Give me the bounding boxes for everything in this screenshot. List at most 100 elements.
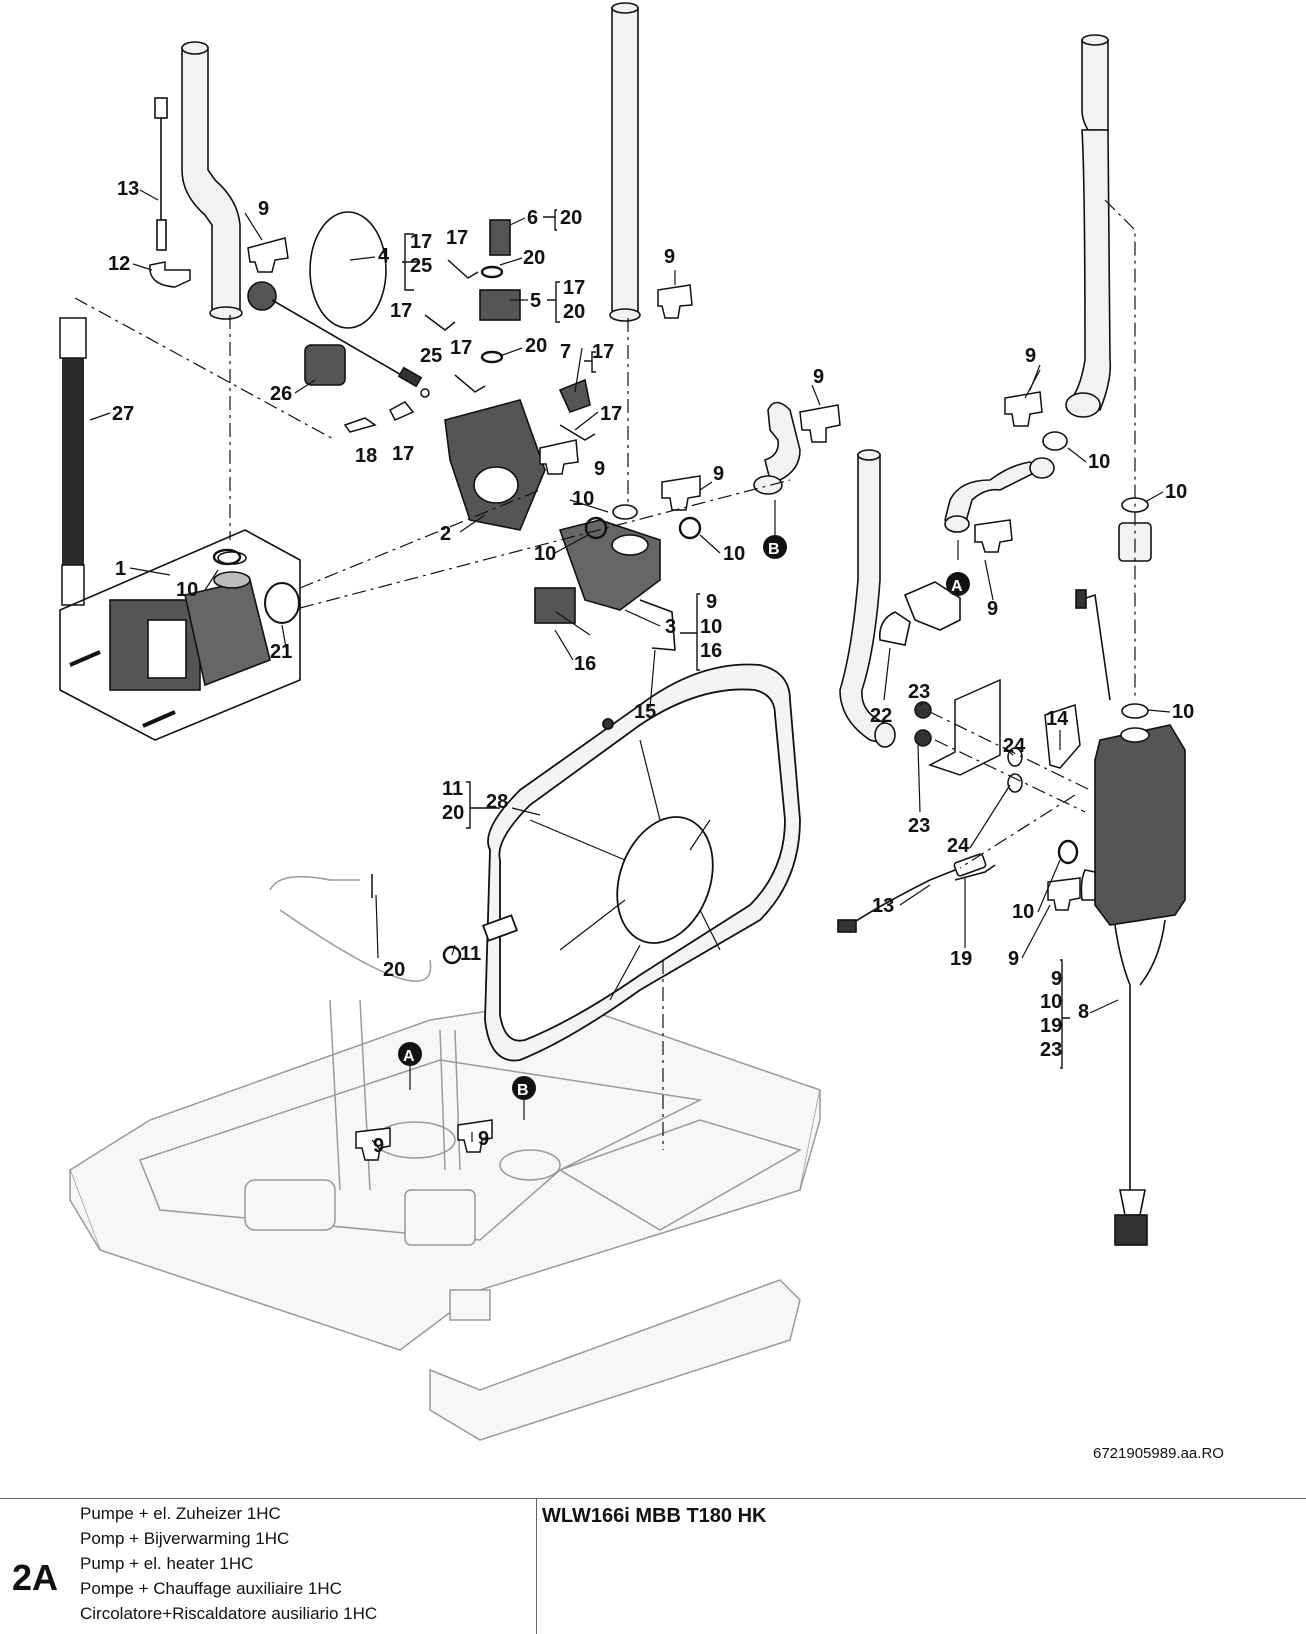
corrugated-hose	[59, 317, 87, 606]
callout-9: 9	[258, 198, 269, 220]
callout-19: 19	[950, 948, 972, 970]
callout-9: 9	[706, 591, 717, 613]
assembly-names: Pumpe + el. Zuheizer 1HC Pomp + Bijverwa…	[80, 1501, 377, 1626]
callout-10: 10	[723, 543, 745, 565]
callout-9: 9	[987, 598, 998, 620]
assembly-name-en: Pump + el. heater 1HC	[80, 1554, 254, 1573]
assembly-name-fr: Pompe + Chauffage auxiliaire 1HC	[80, 1579, 342, 1598]
callout-13: 13	[117, 178, 139, 200]
callout-9: 9	[1051, 968, 1062, 990]
callout-10: 10	[572, 488, 594, 510]
callout-17: 17	[600, 403, 622, 425]
callout-10: 10	[1012, 901, 1034, 923]
base-frame	[69, 875, 821, 1441]
callout-27: 27	[112, 403, 134, 425]
marker-b	[763, 535, 787, 559]
callout-17: 17	[563, 277, 585, 299]
callout-10: 10	[176, 579, 198, 601]
callout-9: 9	[373, 1135, 384, 1157]
callout-23: 23	[908, 681, 930, 703]
callout-10: 10	[700, 616, 722, 638]
callout-13: 13	[872, 895, 894, 917]
mounting-bracket	[914, 678, 1081, 793]
assembly-name-de: Pumpe + el. Zuheizer 1HC	[80, 1504, 281, 1523]
model-name: WLW166i MBB T180 HK	[542, 1505, 767, 1527]
callout-9: 9	[1008, 948, 1019, 970]
callout-6: 6	[527, 207, 538, 229]
callout-20: 20	[383, 959, 405, 981]
callout-20: 20	[523, 247, 545, 269]
callout-20: 20	[560, 207, 582, 229]
clip-12	[149, 261, 191, 288]
electric-heater	[1075, 589, 1186, 1246]
marker-a-label: A	[951, 578, 963, 595]
sensor-cable-right	[837, 853, 996, 933]
callout-11: 11	[460, 943, 481, 965]
letter-markers: B A A B	[398, 500, 970, 1120]
callout-10: 10	[1165, 481, 1187, 503]
valve-block	[247, 211, 676, 651]
title-block-divider	[536, 1499, 537, 1634]
assembly-lines	[74, 199, 1136, 1150]
callout-18: 18	[355, 445, 377, 467]
callout-16: 16	[700, 640, 722, 662]
callout-16: 16	[574, 653, 596, 675]
callout-10: 10	[1172, 701, 1194, 723]
callout-15: 15	[634, 701, 656, 723]
callout-9: 9	[1025, 345, 1036, 367]
marker-b-label: B	[768, 541, 780, 558]
assembly-name-it: Circolatore+Riscaldatore ausiliario 1HC	[80, 1604, 378, 1623]
callout-9: 9	[813, 366, 824, 388]
callout-24: 24	[947, 835, 970, 857]
callout-12: 12	[108, 253, 130, 275]
callout-17: 17	[390, 300, 412, 322]
callout-1: 1	[115, 558, 126, 580]
bracket-lines	[402, 209, 1070, 1069]
marker-a	[398, 1042, 422, 1066]
marker-a-label: A	[403, 1048, 415, 1065]
document-reference: 6721905989.aa.RO	[1093, 1445, 1224, 1462]
pump-assembly	[59, 529, 301, 741]
callout-9: 9	[594, 458, 605, 480]
exploded-parts-diagram: 13 12 9 4 17 25 17 6 20 20 5 17 20 9 17 …	[59, 2, 1224, 1462]
callout-22: 22	[870, 705, 892, 727]
callout-24: 24	[1003, 735, 1026, 757]
pipe-22	[839, 449, 961, 748]
clips	[247, 237, 1081, 1161]
marker-a	[946, 572, 970, 596]
small-parts	[343, 259, 596, 898]
sheet-code: 2A	[12, 1557, 59, 1598]
callout-20: 20	[525, 335, 547, 357]
callout-5: 5	[530, 290, 541, 312]
callout-7: 7	[560, 341, 571, 363]
callout-25: 25	[420, 345, 442, 367]
callout-25: 25	[410, 255, 432, 277]
callout-9: 9	[478, 1128, 489, 1150]
return-hose	[753, 401, 801, 495]
callout-9: 9	[664, 246, 675, 268]
expansion-tank	[442, 663, 801, 1062]
callout-17: 17	[450, 337, 472, 359]
callout-20: 20	[563, 301, 585, 323]
right-pipe	[944, 34, 1152, 719]
middle-pipe	[609, 2, 641, 520]
callout-26: 26	[270, 383, 292, 405]
callout-10: 10	[534, 543, 556, 565]
callout-3: 3	[665, 616, 676, 638]
callout-10: 10	[1040, 991, 1062, 1013]
callout-23: 23	[908, 815, 930, 837]
callout-17: 17	[592, 341, 614, 363]
callout-11: 11	[442, 778, 463, 800]
callout-28: 28	[486, 791, 508, 813]
callout-20: 20	[442, 802, 464, 824]
callout-labels: 13 12 9 4 17 25 17 6 20 20 5 17 20 9 17 …	[108, 178, 1194, 1157]
callout-19: 19	[1040, 1015, 1062, 1037]
leader-lines	[89, 189, 1171, 1151]
left-pipe	[181, 41, 243, 320]
callout-17: 17	[446, 227, 468, 249]
callout-21: 21	[270, 641, 292, 663]
marker-b	[512, 1076, 536, 1100]
callout-17: 17	[410, 231, 432, 253]
callout-4: 4	[378, 245, 390, 267]
title-block: 2A Pumpe + el. Zuheizer 1HC Pomp + Bijve…	[0, 1498, 1306, 1634]
